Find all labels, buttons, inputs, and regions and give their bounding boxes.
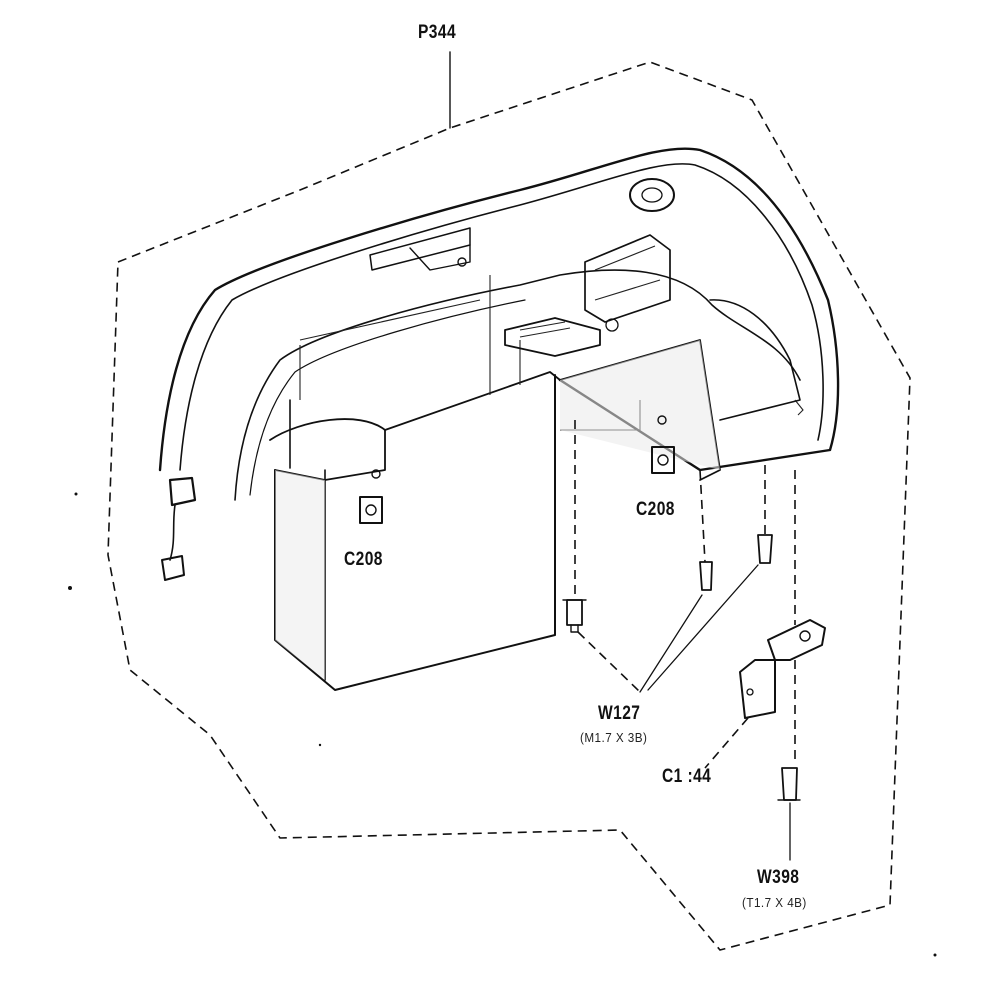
scan-specks: [68, 492, 937, 957]
assembly-boundary: [107, 61, 911, 951]
cushion-left-label: C208: [344, 549, 383, 570]
screws-w127: [562, 420, 773, 693]
cushion-right-label: C208: [636, 499, 675, 520]
cushion-right: [651, 415, 675, 474]
bracket-c144: [704, 470, 826, 769]
screw-main-label: W127: [598, 703, 641, 724]
housing-body: [158, 147, 840, 691]
screw-bracket-label: W398: [757, 867, 800, 888]
cushion-left: [359, 469, 383, 524]
assembly-label: P344: [418, 22, 457, 43]
screw-w398: [777, 660, 801, 861]
cable-connector: [161, 476, 197, 581]
screw-main-spec: (M1.7 X 3B): [580, 730, 648, 745]
screw-bracket-spec: (T1.7 X 4B): [742, 895, 807, 910]
bracket-label: C1 :44: [662, 766, 712, 787]
